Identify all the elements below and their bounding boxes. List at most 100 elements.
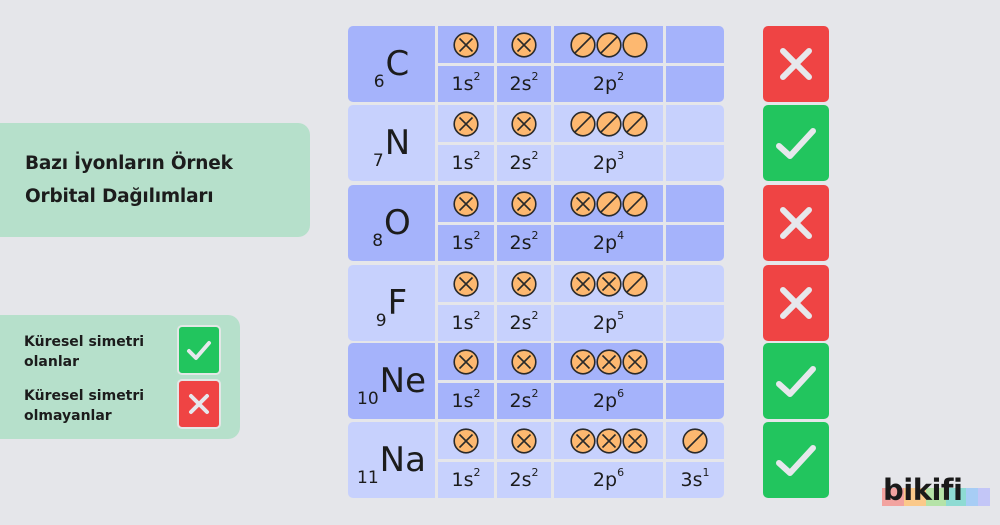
orbital-full-icon	[595, 427, 622, 454]
logo-stripe	[946, 488, 966, 506]
legend-panel: Küresel simetri olanlar Küresel simetri …	[0, 315, 240, 439]
status-symmetric	[763, 422, 829, 498]
orbital-boxes	[511, 348, 537, 375]
orbital-boxes	[569, 348, 648, 375]
config-base: 2p	[592, 469, 618, 491]
config-base: 1s	[451, 469, 474, 491]
config-exponent: 2	[531, 69, 539, 83]
orbital-cell-2p	[554, 185, 663, 222]
element-letter: F	[387, 283, 408, 323]
config-cell-2p: 2p6	[554, 462, 663, 498]
status-asymmetric	[763, 26, 829, 102]
config-base: 2p	[592, 152, 618, 174]
electron-config: 2s2	[510, 386, 539, 412]
orbital-boxes	[511, 110, 537, 137]
orbital-half-icon	[595, 31, 622, 58]
electron-config: 2s2	[509, 150, 539, 174]
cross-icon	[780, 207, 812, 239]
orbital-cell-2s	[497, 105, 551, 142]
config-cell-2s: 2s2	[497, 145, 551, 181]
title-line-2: Orbital Dağılımları	[25, 186, 214, 207]
element-symbol: 7N	[373, 123, 410, 171]
orbital-half-icon	[569, 110, 596, 137]
orbital-cell-1s	[438, 185, 494, 222]
orbital-full-icon	[453, 348, 479, 375]
config-exponent: 2	[531, 386, 539, 400]
orbital-full-icon	[621, 348, 648, 375]
config-exponent: 2	[473, 148, 481, 162]
electron-config: 1s2	[452, 230, 481, 254]
config-exponent: 6	[617, 386, 625, 400]
config-base: 2s	[509, 152, 532, 174]
logo-stripe	[926, 488, 946, 506]
legend-label-line: olanlar	[24, 354, 79, 370]
cross-icon	[780, 48, 812, 80]
config-exponent: 4	[617, 228, 625, 242]
orbital-half-icon	[621, 190, 648, 217]
page-title: Bazı İyonların Örnek Orbital Dağılımları	[25, 147, 233, 213]
status-symmetric	[763, 343, 829, 419]
config-base: 2p	[592, 390, 618, 412]
config-base: 2p	[592, 312, 618, 334]
orbital-cell-2s	[497, 265, 551, 302]
orbital-boxes	[453, 31, 479, 58]
config-cell-2s: 2s2	[497, 462, 551, 498]
orbital-cell-2p	[554, 26, 663, 63]
orbital-cell-1s	[438, 343, 494, 380]
orbital-full-icon	[621, 427, 648, 454]
config-cell-3s	[666, 66, 724, 102]
orbital-cell-3s	[666, 422, 724, 459]
electron-config: 1s2	[452, 310, 481, 334]
atomic-number: 6	[373, 72, 385, 92]
electron-config: 2p5	[592, 310, 624, 334]
element-letter: Na	[379, 440, 426, 480]
orbital-cell-1s	[438, 105, 494, 142]
electron-config: 1s2	[451, 467, 481, 491]
electron-config: 2s2	[510, 310, 539, 334]
orbital-boxes	[511, 31, 537, 58]
legend-label-line: Küresel simetri	[24, 388, 145, 404]
config-cell-2p: 2p3	[554, 145, 663, 181]
atomic-number: 9	[375, 311, 387, 331]
check-icon	[776, 366, 816, 397]
config-base: 1s	[451, 390, 474, 412]
element-cell: 11Na	[348, 422, 435, 498]
orbital-boxes	[511, 190, 537, 217]
config-cell-1s: 1s2	[438, 225, 494, 261]
legend-cross-box	[177, 379, 221, 429]
element-cell: 10Ne	[348, 343, 435, 419]
electron-config: 2s2	[509, 467, 539, 491]
orbital-boxes	[453, 270, 479, 297]
config-exponent: 3	[617, 148, 625, 162]
electron-config: 2p6	[592, 386, 625, 412]
config-cell-2s: 2s2	[497, 66, 551, 102]
config-cell-2p: 2p4	[554, 225, 663, 261]
atomic-number: 8	[372, 231, 384, 251]
config-cell-1s: 1s2	[438, 305, 494, 341]
config-base: 1s	[451, 152, 474, 174]
orbital-half-icon	[682, 427, 708, 454]
orbital-cell-3s	[666, 26, 724, 63]
logo-text: bikifi	[883, 473, 963, 507]
config-cell-2p: 2p6	[554, 383, 663, 419]
config-exponent: 2	[617, 69, 625, 83]
orbital-cell-1s	[438, 422, 494, 459]
orbital-cell-3s	[666, 265, 724, 302]
config-cell-2p: 2p2	[554, 66, 663, 102]
orbital-full-icon	[511, 31, 537, 58]
orbital-cell-2s	[497, 26, 551, 63]
atomic-number: 11	[357, 468, 379, 488]
orbital-half-icon	[595, 110, 622, 137]
element-cell: 6C	[348, 26, 435, 102]
config-base: 3s	[680, 469, 703, 491]
config-cell-3s: 3s1	[666, 462, 724, 498]
orbital-boxes	[453, 348, 479, 375]
orbital-boxes	[569, 31, 648, 58]
config-base: 2s	[509, 469, 532, 491]
config-cell-1s: 1s2	[438, 383, 494, 419]
orbital-cell-3s	[666, 343, 724, 380]
logo-stripe	[978, 488, 990, 506]
orbital-full-icon	[569, 348, 596, 375]
check-icon	[187, 341, 211, 360]
orbital-boxes	[569, 110, 648, 137]
